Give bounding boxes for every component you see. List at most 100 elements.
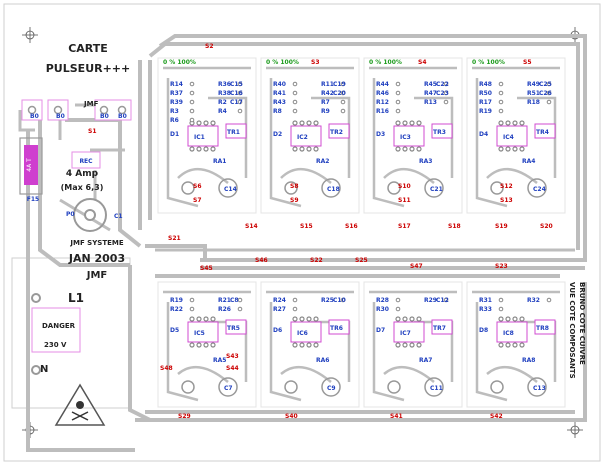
bus-label: S9 <box>290 197 299 204</box>
svg-text:P0: P0 <box>66 211 75 218</box>
bus-label: S16 <box>345 223 358 230</box>
resistor-label: R28 <box>376 297 389 304</box>
diode-label: D5 <box>170 327 179 334</box>
bus-label: S1 <box>88 128 97 135</box>
resistor-label: R12 <box>376 99 389 106</box>
trimmer-label: RA8 <box>522 357 535 364</box>
resistor-label: R37 <box>170 90 183 97</box>
transistor-label: TR2 <box>330 129 343 136</box>
cap-label: C26 <box>539 90 552 97</box>
bus-label: S10 <box>398 183 411 190</box>
ic-label: IC6 <box>297 330 308 337</box>
resistor-label: R49 <box>527 81 540 88</box>
resistor-label: R13 <box>424 99 437 106</box>
resistor-label: R30 <box>376 306 389 313</box>
ic-label: IC3 <box>400 134 411 141</box>
resistor-label: R41 <box>273 90 286 97</box>
ic-label: IC5 <box>194 330 205 337</box>
ic-label: IC2 <box>297 134 308 141</box>
svg-text:C1: C1 <box>114 213 123 220</box>
resistor-label: R33 <box>479 306 492 313</box>
fuse-note: (Max 6,3) <box>61 183 104 192</box>
cap-label: C8 <box>230 297 239 304</box>
bus-label: S5 <box>523 59 532 66</box>
line-terminal-label: L1 <box>68 291 84 305</box>
diode-label: D7 <box>376 327 385 334</box>
neutral-terminal-label: N <box>40 364 48 375</box>
cap-label: C16 <box>230 90 243 97</box>
connector-b0-left: B0 B0 <box>21 99 69 121</box>
diode-label: D2 <box>273 131 282 138</box>
bus-label: S8 <box>290 183 299 190</box>
bus-label: S43 <box>226 353 239 360</box>
transistor-label: TR6 <box>330 325 343 332</box>
transistor-label: TR4 <box>536 129 549 136</box>
bus-label: S14 <box>245 223 258 230</box>
resistor-label: R19 <box>170 297 183 304</box>
resistor-label: R11 <box>321 81 334 88</box>
cap-label: C17 <box>230 99 243 106</box>
bus-label: S19 <box>495 223 508 230</box>
cap-label: C22 <box>436 81 449 88</box>
resistor-label: R6 <box>170 117 179 124</box>
danger-box <box>31 307 81 353</box>
board-outline <box>3 3 601 462</box>
svg-text:B0: B0 <box>118 113 127 120</box>
diode-label: D6 <box>273 327 282 334</box>
resistor-label: R14 <box>170 81 183 88</box>
resistor-label: R40 <box>273 81 286 88</box>
cap-label: C10 <box>333 297 346 304</box>
percent-label: 0 % 100% <box>163 59 196 66</box>
cap-label: C24 <box>533 186 546 193</box>
bus-label: S25 <box>355 257 368 264</box>
fuse-holder: 4A T F15 <box>19 137 43 203</box>
resistor-label: R44 <box>376 81 389 88</box>
resistor-label: R50 <box>479 90 492 97</box>
ic-label: IC4 <box>503 134 514 141</box>
bus-label: S46 <box>255 257 268 264</box>
diode-label: D8 <box>479 327 488 334</box>
bus-label: S40 <box>285 413 298 420</box>
resistor-label: R36 <box>218 81 231 88</box>
resistor-label: R46 <box>376 90 389 97</box>
bus-label: S18 <box>448 223 461 230</box>
voltage-text: 230 V <box>44 341 67 349</box>
svg-text:B0: B0 <box>56 113 65 120</box>
transistor-label: TR3 <box>433 129 446 136</box>
cap-label: C20 <box>333 90 346 97</box>
transistor-label: TR1 <box>227 129 240 136</box>
percent-label: 0 % 100% <box>369 59 402 66</box>
board-title-1: CARTE <box>68 42 108 55</box>
side-note-2: BRUNO COTE CUIVRE <box>578 282 586 365</box>
rectifier: REC <box>71 151 101 169</box>
resistor-label: R4 <box>218 108 227 115</box>
trimmer-label: RA7 <box>419 357 432 364</box>
resistor-label: R26 <box>218 306 231 313</box>
trimmer-label: RA4 <box>522 158 535 165</box>
cap-label: C21 <box>430 186 443 193</box>
bus-label: S15 <box>300 223 313 230</box>
skull-warning-icon <box>54 383 106 426</box>
cap-label: C23 <box>436 90 449 97</box>
resistor-label: R29 <box>424 297 437 304</box>
resistor-label: R25 <box>321 297 334 304</box>
ic-label: IC1 <box>194 134 205 141</box>
board-date: JAN 2003 <box>68 252 125 265</box>
bus-label: S2 <box>205 43 214 50</box>
bus-label: S41 <box>390 413 403 420</box>
resistor-label: R45 <box>424 81 437 88</box>
fuse-rating: 4 Amp <box>66 169 99 179</box>
resistor-label: R32 <box>527 297 540 304</box>
transistor-label: TR5 <box>227 325 240 332</box>
danger-text: DANGER <box>42 322 76 330</box>
bus-label: S11 <box>398 197 411 204</box>
resistor-label: R22 <box>170 306 183 313</box>
